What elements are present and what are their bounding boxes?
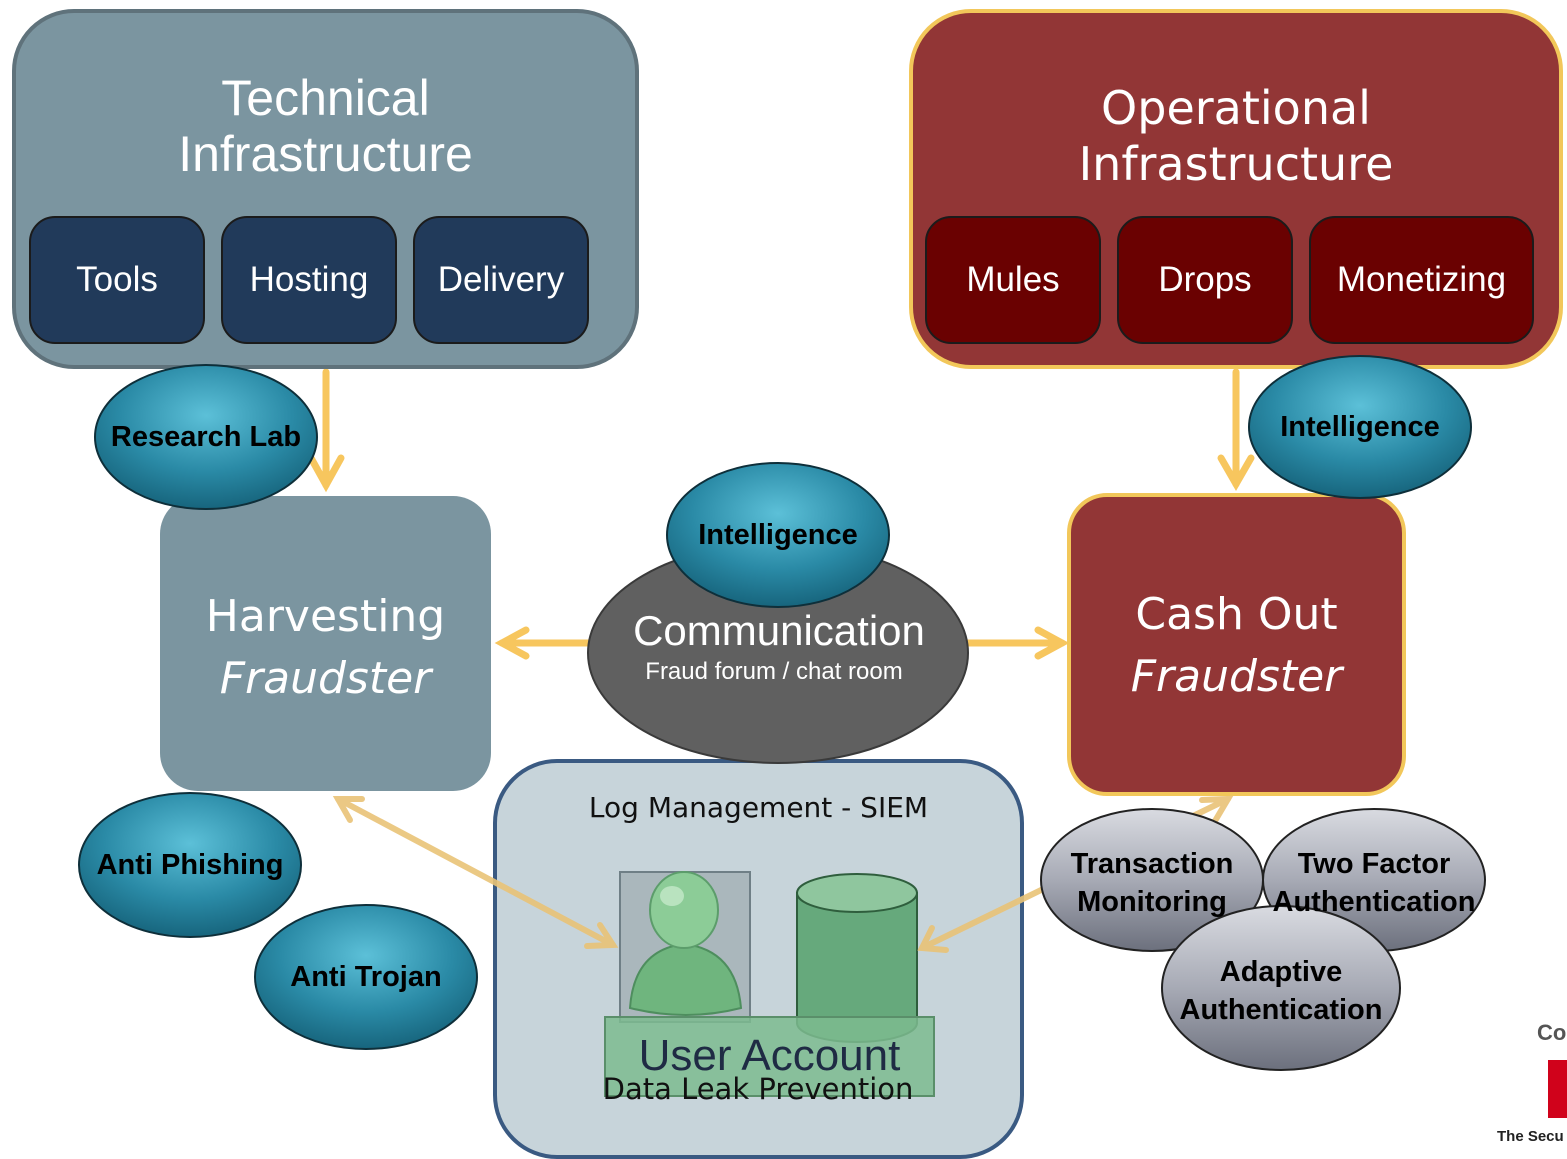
adaptive-line1: Adaptive	[1219, 956, 1343, 988]
operational-title-line1: Operational	[1101, 81, 1371, 135]
logo-top-text: Co	[1537, 1020, 1567, 1045]
intelligence-right-label: Intelligence	[1280, 411, 1440, 443]
transaction-line1: Transaction	[1070, 848, 1234, 880]
operational-title-line2: Infrastructure	[1078, 137, 1394, 191]
technical-title-line2: Infrastructure	[178, 126, 473, 182]
siem-title: Log Management - SIEM	[588, 791, 929, 824]
two-factor-label: Two Factor Authentication	[1263, 845, 1485, 921]
arrow-technical-to-harvesting	[307, 368, 345, 493]
cashout-fraudster-label: Cash Out Fraudster	[1067, 584, 1406, 708]
intelligence-right-oval	[1248, 355, 1472, 499]
harvesting-title: Harvesting	[205, 591, 446, 642]
technical-infrastructure-title: Technical Infrastructure	[12, 70, 639, 182]
operational-infrastructure-title: Operational Infrastructure	[909, 80, 1563, 192]
anti-trojan-oval	[254, 904, 478, 1050]
monetizing-label: Monetizing	[1336, 260, 1507, 299]
tools-label: Tools	[76, 260, 158, 299]
cashout-title: Cash Out	[1135, 589, 1338, 640]
harvesting-fraudster-label: Harvesting Fraudster	[160, 586, 491, 710]
communication-title: Communication	[633, 607, 925, 654]
drops-label: Drops	[1158, 260, 1252, 299]
user-account-label: User Account	[638, 1031, 901, 1080]
arrow-communication-to-cashout	[958, 626, 1070, 660]
arrow-communication-to-harvesting	[494, 626, 599, 660]
logo-mark	[1548, 1060, 1567, 1118]
mules-label: Mules	[966, 260, 1060, 299]
adaptive-authentication-label: Adaptive Authentication	[1162, 953, 1400, 1029]
hosting-label: Hosting	[249, 260, 369, 299]
hosting-box: Hosting	[221, 216, 397, 344]
anti-trojan-label: Anti Trojan	[290, 961, 442, 993]
drops-box: Drops	[1117, 216, 1293, 344]
delivery-box: Delivery	[413, 216, 589, 344]
research-lab-label: Research Lab	[110, 421, 302, 453]
anti-phishing-oval	[78, 792, 302, 938]
research-lab-oval	[94, 364, 318, 510]
tools-box: Tools	[29, 216, 205, 344]
intelligence-center-oval	[666, 462, 890, 608]
mules-box: Mules	[925, 216, 1101, 344]
anti-phishing-label: Anti Phishing	[96, 849, 284, 881]
monetizing-box: Monetizing	[1309, 216, 1534, 344]
technical-title-line1: Technical	[221, 70, 430, 126]
cashout-subtitle: Fraudster	[1130, 651, 1343, 702]
dlp-label: Data Leak Prevention	[602, 1072, 914, 1106]
transaction-monitoring-label: Transaction Monitoring	[1041, 845, 1263, 921]
two-factor-line1: Two Factor	[1297, 848, 1451, 880]
logo-bottom-text: The Secu	[1497, 1128, 1564, 1145]
arrow-harvesting-user-account	[332, 796, 619, 949]
adaptive-line2: Authentication	[1179, 994, 1383, 1026]
harvesting-subtitle: Fraudster	[219, 653, 432, 704]
cashout-fraudster-box	[1067, 493, 1406, 796]
delivery-label: Delivery	[437, 260, 565, 299]
adaptive-authentication-oval	[1161, 905, 1401, 1071]
transaction-line2: Monitoring	[1077, 886, 1227, 918]
communication-subtitle: Fraud forum / chat room	[645, 658, 903, 685]
harvesting-fraudster-box	[160, 496, 491, 791]
intelligence-center-label: Intelligence	[698, 519, 858, 551]
two-factor-line2: Authentication	[1272, 886, 1476, 918]
arrow-operational-to-cashout	[1217, 368, 1255, 492]
